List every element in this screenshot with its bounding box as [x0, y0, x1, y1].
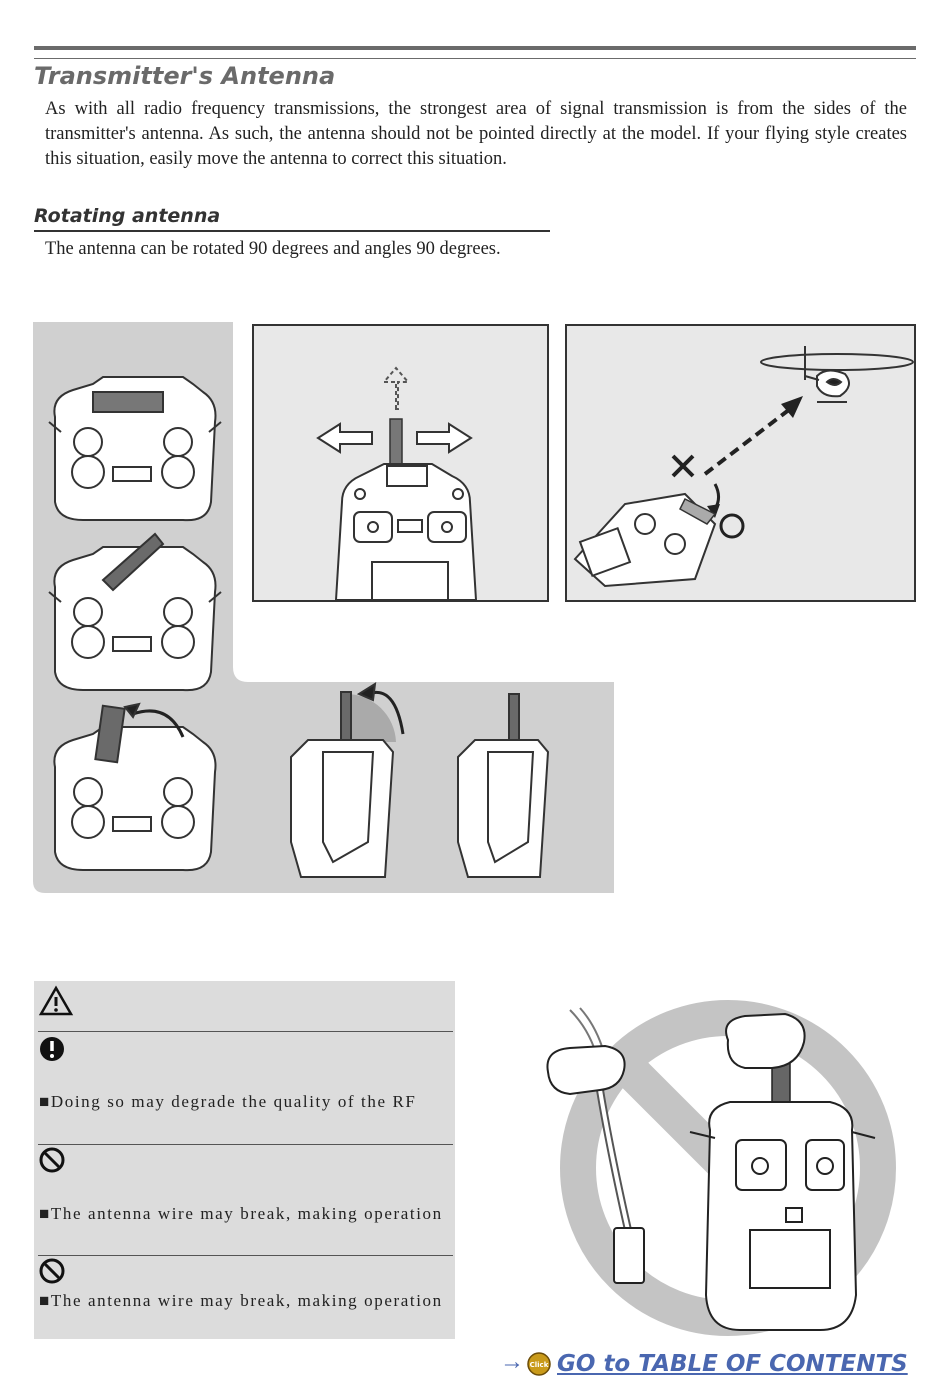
transmitter-angled-illustration — [48, 532, 222, 692]
warning-triangle-icon — [38, 985, 74, 1016]
helicopter-icon — [804, 346, 850, 403]
top-rule-thin — [34, 58, 916, 59]
cross-mark-icon — [671, 454, 695, 478]
direction-arrow-icon — [781, 396, 803, 418]
warning-divider — [38, 1255, 453, 1256]
pointing-figure — [565, 324, 916, 602]
top-rule — [34, 46, 916, 50]
arrow-right-icon: → — [500, 1349, 524, 1375]
click-badge-label: Click — [530, 1361, 549, 1369]
rotation-illustration-panel — [33, 322, 614, 893]
transmitter-folded-illustration — [48, 376, 222, 522]
section-text: The antenna can be rotated 90 degrees an… — [45, 239, 501, 259]
antenna-connector — [613, 1227, 645, 1284]
click-badge-icon: Click — [527, 1352, 551, 1376]
transmitter-side-view-rotating — [290, 682, 405, 878]
prohibited-handling-illustration — [546, 1000, 896, 1336]
hand-right-icon — [725, 1012, 806, 1069]
transmitter-side-view-upright — [457, 693, 550, 878]
warning-box — [34, 981, 455, 1339]
section-title: Rotating antenna — [34, 205, 221, 227]
arrow-left-icon — [316, 422, 373, 454]
prohibited-icon — [39, 1147, 65, 1173]
intro-paragraph: As with all radio frequency transmission… — [45, 99, 907, 169]
transmitter-upright-illustration — [53, 702, 217, 872]
arrow-up-icon — [381, 366, 411, 410]
warning-text-2: ■The antenna wire may break, making oper… — [39, 1204, 443, 1223]
transmitter-held-illustration — [689, 1101, 876, 1331]
section-rule — [34, 230, 550, 232]
helicopter-rotor — [760, 353, 914, 371]
toc-link-label[interactable]: GO to TABLE OF CONTENTS — [557, 1351, 908, 1377]
circle-mark-icon — [719, 513, 745, 539]
warning-text-1: ■Doing so may degrade the quality of the… — [39, 1092, 417, 1111]
prohibited-icon — [39, 1258, 65, 1284]
hand-left-icon — [546, 1044, 626, 1096]
toc-link[interactable]: → Click GO to TABLE OF CONTENTS — [500, 1349, 912, 1379]
page-title: Transmitter's Antenna — [34, 62, 336, 90]
warning-divider — [38, 1144, 453, 1145]
antenna-direction-figure — [252, 324, 549, 602]
warning-text-3: ■The antenna wire may break, making oper… — [39, 1291, 443, 1310]
arrow-right-icon — [416, 422, 473, 454]
exclamation-icon — [40, 1037, 64, 1061]
warning-divider — [38, 1031, 453, 1032]
